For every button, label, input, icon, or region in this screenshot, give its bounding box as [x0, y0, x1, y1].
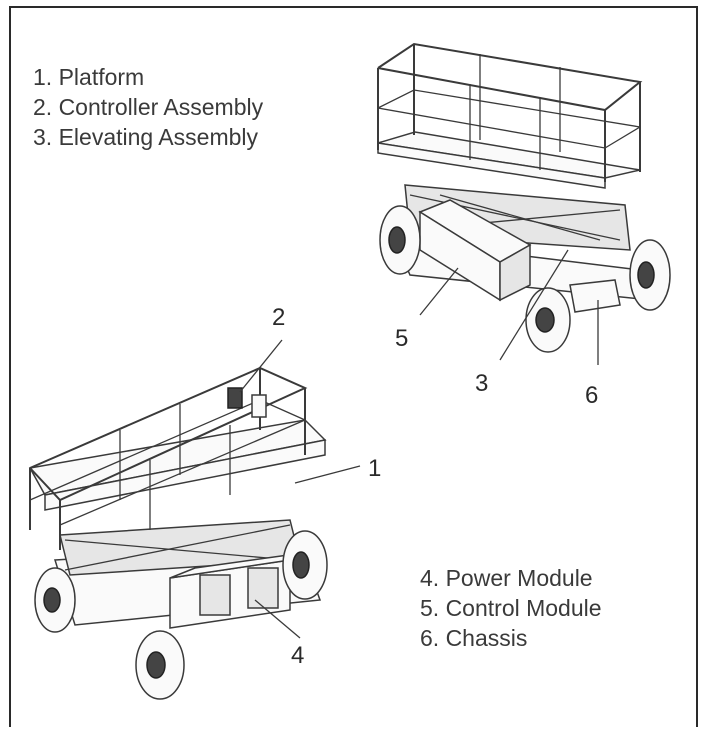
legend-item-controller-assembly: 2. Controller Assembly — [33, 94, 264, 120]
callout-2: 2 — [272, 304, 286, 331]
callout-1: 1 — [368, 455, 382, 482]
callout-3: 3 — [475, 370, 489, 397]
legend-item-power-module: 4. Power Module — [420, 565, 593, 591]
lift-bottom-left — [28, 339, 361, 700]
legend-item-control-module: 5. Control Module — [420, 595, 602, 621]
lift-top-right — [377, 42, 671, 365]
callout-5: 5 — [395, 325, 409, 352]
callout-6: 6 — [585, 382, 599, 409]
diagram-frame — [9, 6, 698, 727]
legend-item-chassis: 6. Chassis — [420, 625, 528, 651]
legend-item-elevating-assembly: 3. Elevating Assembly — [33, 124, 259, 150]
legend-top: 1. Platform 2. Controller Assembly 3. El… — [33, 62, 263, 152]
callout-4: 4 — [291, 642, 305, 669]
legend-bottom: 4. Power Module 5. Control Module 6. Cha… — [420, 563, 602, 653]
legend-item-platform: 1. Platform — [33, 64, 145, 90]
